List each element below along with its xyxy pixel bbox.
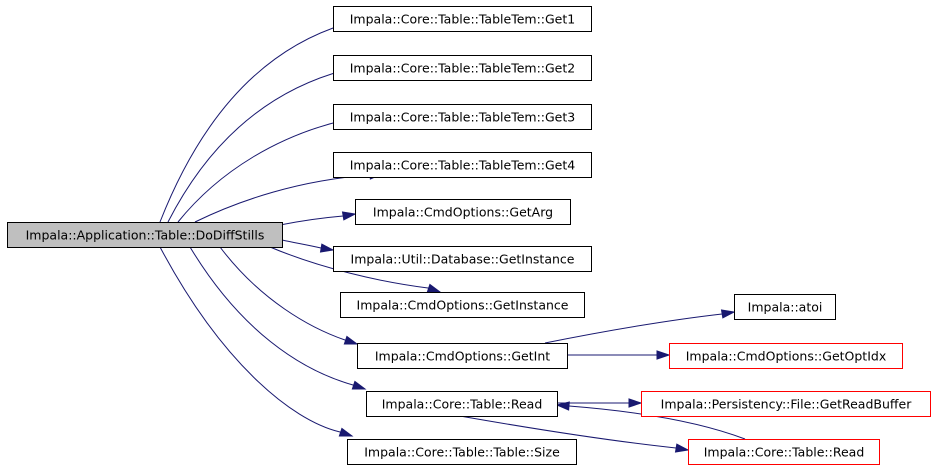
- node-label: Impala::Core::Table::Read: [382, 397, 543, 412]
- edge-root-to-get3: [177, 115, 359, 223]
- edge-line: [189, 246, 366, 390]
- node-box[interactable]: [333, 104, 592, 130]
- edge-line: [219, 246, 358, 345]
- edge-root-to-getint: [219, 246, 359, 345]
- node-read1[interactable]: Impala::Core::Table::Read: [366, 391, 558, 417]
- node-size[interactable]: Impala::Core::Table::Table::Size: [347, 439, 577, 465]
- edge-arrowhead: [343, 335, 359, 345]
- node-box[interactable]: [7, 222, 283, 248]
- node-label: Impala::Core::Table::TableTem::Get3: [350, 110, 575, 125]
- node-label: Impala::atoi: [748, 300, 823, 315]
- node-box[interactable]: [641, 391, 931, 417]
- node-box[interactable]: [734, 294, 836, 320]
- edge-arrowhead: [656, 350, 671, 360]
- edge-line: [269, 246, 441, 293]
- node-label: Impala::CmdOptions::GetOptIdx: [686, 349, 886, 364]
- node-box[interactable]: [333, 152, 592, 178]
- node-box[interactable]: [347, 439, 577, 465]
- node-label: Impala::Core::Table::TableTem::Get1: [350, 12, 575, 27]
- edge-read1-to-read2: [459, 415, 690, 453]
- node-read2[interactable]: Impala::Core::Table::Read: [688, 439, 880, 465]
- node-getarg[interactable]: Impala::CmdOptions::GetArg: [355, 199, 571, 225]
- nodes-layer: Impala::Application::Table::DoDiffStills…: [7, 6, 931, 465]
- edge-arrowhead: [338, 427, 354, 437]
- node-optidx[interactable]: Impala::CmdOptions::GetOptIdx: [669, 343, 903, 369]
- node-getint[interactable]: Impala::CmdOptions::GetInt: [357, 343, 568, 369]
- edge-arrowhead: [720, 309, 736, 319]
- node-label: Impala::CmdOptions::GetInt: [375, 349, 550, 364]
- edge-arrowhead: [674, 443, 690, 453]
- edge-root-to-size: [159, 246, 354, 437]
- node-get1[interactable]: Impala::Core::Table::TableTem::Get1: [333, 6, 592, 32]
- node-get2[interactable]: Impala::Core::Table::TableTem::Get2: [333, 55, 592, 81]
- edge-line: [177, 116, 358, 223]
- edge-getint-to-optidx: [567, 350, 671, 360]
- edge-arrowhead: [351, 380, 367, 390]
- edge-arrowhead: [319, 243, 335, 253]
- node-box[interactable]: [333, 6, 592, 32]
- edge-arrowhead: [555, 401, 570, 411]
- node-atoi[interactable]: Impala::atoi: [734, 294, 836, 320]
- node-box[interactable]: [366, 391, 558, 417]
- node-box[interactable]: [333, 55, 592, 81]
- edge-arrowhead: [341, 211, 357, 221]
- node-label: Impala::Core::Table::TableTem::Get4: [350, 158, 576, 173]
- edge-root-to-get2: [167, 65, 359, 223]
- edge-read1-to-readbuf: [557, 398, 643, 408]
- node-label: Impala::Core::Table::Read: [704, 445, 865, 460]
- edge-arrowhead: [426, 283, 442, 293]
- edge-root-to-getarg: [279, 211, 357, 226]
- node-label: Impala::Core::Table::Table::Size: [364, 445, 560, 460]
- edge-line: [159, 246, 353, 437]
- edge-line: [159, 17, 358, 223]
- node-box[interactable]: [340, 292, 585, 318]
- node-root[interactable]: Impala::Application::Table::DoDiffStills: [7, 222, 283, 248]
- node-get3[interactable]: Impala::Core::Table::TableTem::Get3: [333, 104, 592, 130]
- node-label: Impala::Application::Table::DoDiffStills: [26, 228, 265, 243]
- edge-root-to-cmdinst: [269, 246, 442, 293]
- node-get4[interactable]: Impala::Core::Table::TableTem::Get4: [333, 152, 592, 178]
- node-label: Impala::CmdOptions::GetInstance: [357, 298, 569, 313]
- edge-line: [167, 65, 358, 223]
- edge-line: [459, 415, 689, 451]
- node-cmdinst[interactable]: Impala::CmdOptions::GetInstance: [340, 292, 585, 318]
- node-box[interactable]: [355, 199, 571, 225]
- node-dbinst[interactable]: Impala::Util::Database::GetInstance: [333, 246, 592, 272]
- node-box[interactable]: [669, 343, 903, 369]
- node-label: Impala::CmdOptions::GetArg: [373, 205, 553, 220]
- node-label: Impala::Persistency::File::GetReadBuffer: [661, 397, 913, 412]
- edge-root-to-dbinst: [281, 239, 335, 253]
- edge-arrowhead: [628, 398, 643, 408]
- edge-getint-to-atoi: [544, 309, 736, 344]
- node-label: Impala::Util::Database::GetInstance: [351, 252, 575, 267]
- edge-root-to-get1: [159, 17, 359, 223]
- node-box[interactable]: [688, 439, 880, 465]
- node-readbuf[interactable]: Impala::Persistency::File::GetReadBuffer: [641, 391, 931, 417]
- node-box[interactable]: [333, 246, 592, 272]
- edge-root-to-read1: [189, 246, 367, 390]
- edge-line: [544, 311, 735, 344]
- node-box[interactable]: [357, 343, 568, 369]
- node-label: Impala::Core::Table::TableTem::Get2: [350, 61, 575, 76]
